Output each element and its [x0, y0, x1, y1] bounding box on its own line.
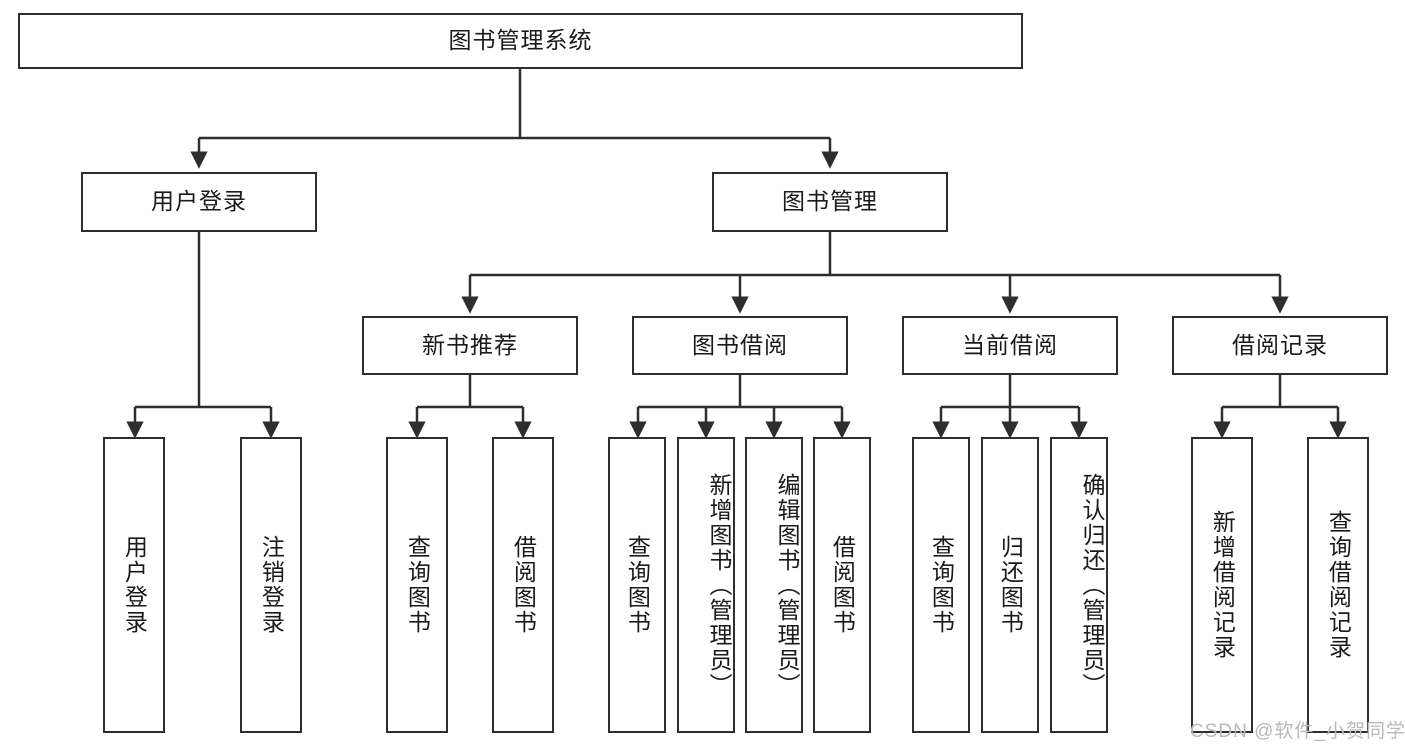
node-user-login[interactable]: 用户登录 — [81, 172, 317, 232]
leaf-borrow-book[interactable]: 借阅图书 — [813, 437, 871, 733]
leaf-add-book[interactable]: 新增图书（管理员） — [677, 437, 735, 733]
leaf-confirm-return[interactable]: 确认归还（管理员） — [1050, 437, 1108, 733]
leaf-user-login[interactable]: 用户登录 — [103, 437, 165, 733]
leaf-edit-book[interactable]: 编辑图书（管理员） — [745, 437, 803, 733]
node-label: 编辑图书（管理员） — [774, 472, 800, 698]
leaf-query-book-borrow[interactable]: 查询图书 — [608, 437, 666, 733]
node-label: 注销登录 — [258, 535, 285, 635]
node-label: 查询图书 — [928, 535, 955, 635]
leaf-borrow-book-recommend[interactable]: 借阅图书 — [492, 437, 554, 733]
node-label: 新增借阅记录 — [1209, 510, 1236, 660]
leaf-return-book[interactable]: 归还图书 — [981, 437, 1039, 733]
node-label: 用户登录 — [121, 535, 148, 635]
node-book-management-system[interactable]: 图书管理系统 — [18, 13, 1023, 69]
leaf-add-borrow-record[interactable]: 新增借阅记录 — [1191, 437, 1253, 733]
node-label: 归还图书 — [997, 535, 1024, 635]
node-label: 新增图书（管理员） — [706, 472, 732, 698]
node-borrow-record[interactable]: 借阅记录 — [1172, 316, 1388, 375]
node-label: 查询图书 — [404, 535, 431, 635]
node-book-management[interactable]: 图书管理 — [712, 172, 948, 232]
watermark: CSDN @软件_小贺同学 — [1190, 721, 1405, 742]
node-label: 用户登录 — [151, 188, 247, 215]
node-current-borrow[interactable]: 当前借阅 — [902, 316, 1118, 375]
node-label: 图书管理 — [782, 188, 878, 215]
node-label: 当前借阅 — [962, 331, 1058, 358]
node-label: 确认归还（管理员） — [1079, 472, 1105, 698]
node-label: 新书推荐 — [422, 331, 518, 358]
node-label: 图书管理系统 — [448, 27, 593, 54]
leaf-logout-login[interactable]: 注销登录 — [240, 437, 302, 733]
node-book-borrow[interactable]: 图书借阅 — [632, 316, 848, 375]
node-label: 图书借阅 — [692, 331, 788, 358]
node-label: 借阅图书 — [510, 535, 537, 635]
node-label: 借阅图书 — [829, 535, 856, 635]
node-new-book-recommend[interactable]: 新书推荐 — [362, 316, 578, 375]
leaf-query-book-current[interactable]: 查询图书 — [912, 437, 970, 733]
node-label: 借阅记录 — [1232, 331, 1328, 358]
node-label: 查询图书 — [624, 535, 651, 635]
node-label: 查询借阅记录 — [1325, 510, 1352, 660]
leaf-query-book-recommend[interactable]: 查询图书 — [386, 437, 448, 733]
leaf-query-borrow-record[interactable]: 查询借阅记录 — [1307, 437, 1369, 733]
